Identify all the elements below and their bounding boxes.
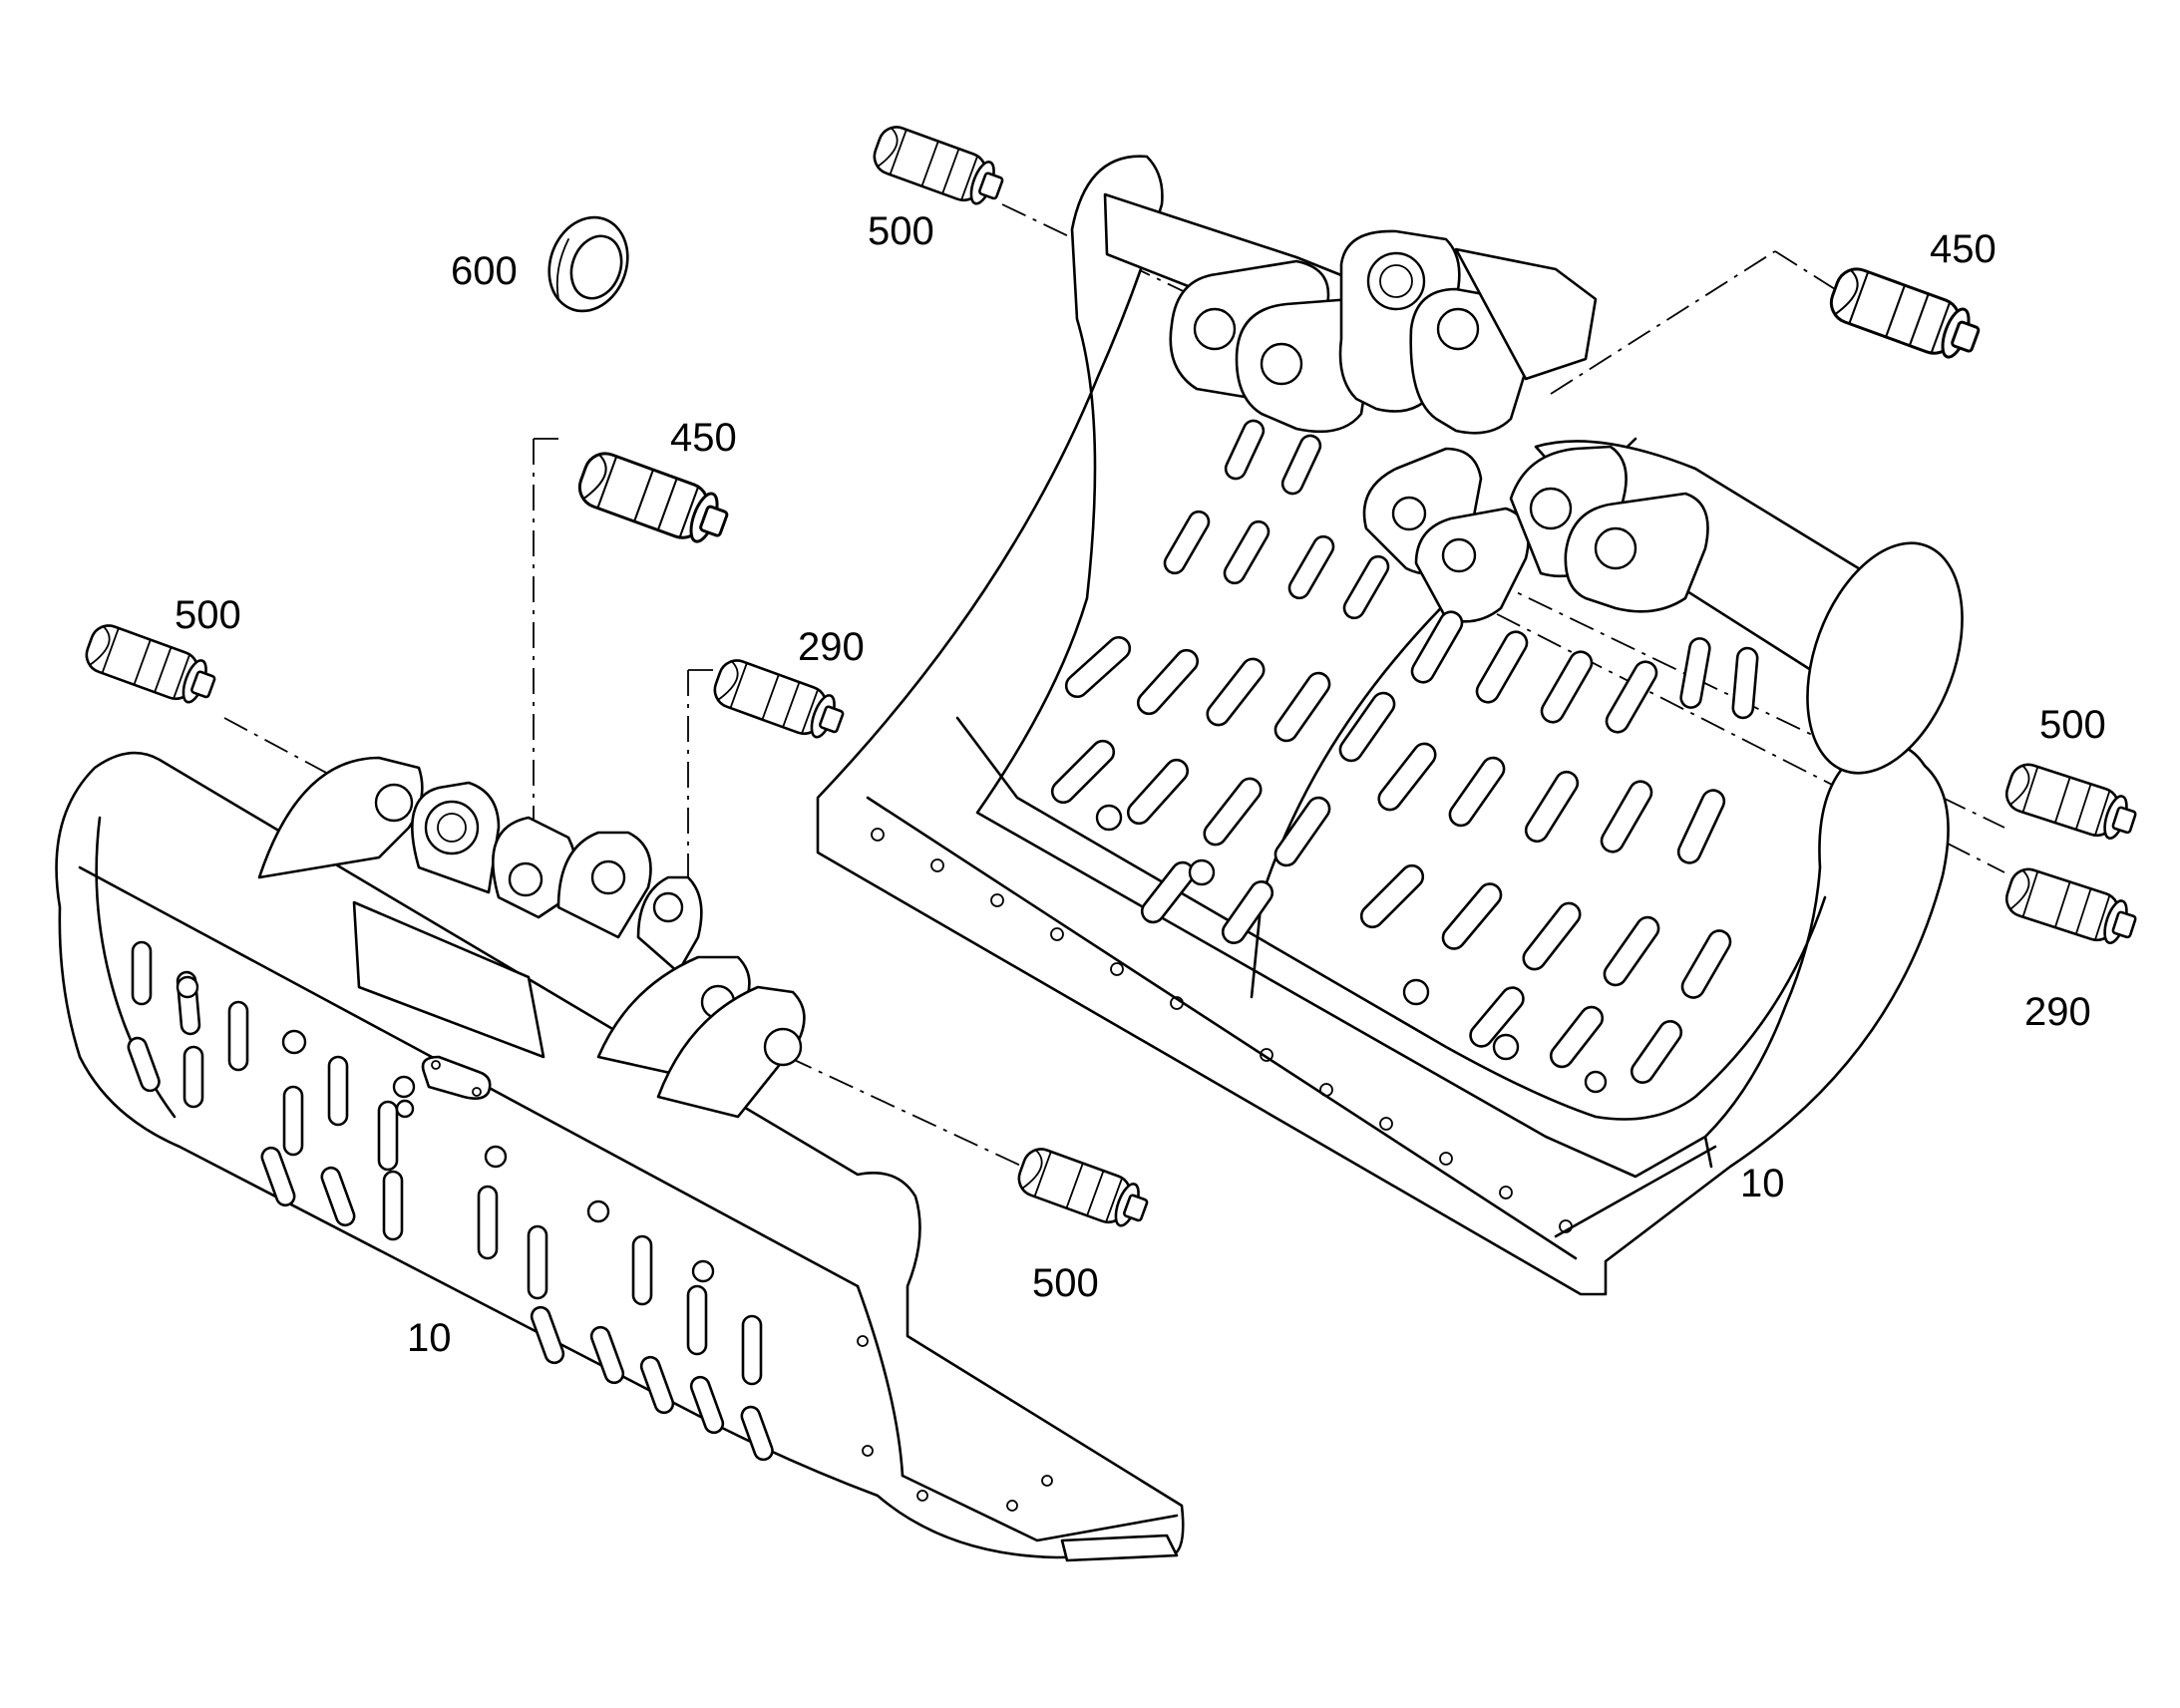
callout-290-right: 290 [2024, 990, 2091, 1034]
callout-500-left: 500 [175, 593, 241, 637]
left-bucket-slots [127, 940, 774, 1462]
pin-500-right [2000, 758, 2142, 848]
callout-290-mid: 290 [798, 625, 865, 669]
right-bucket-outline [816, 155, 1950, 1296]
callout-450-left: 450 [670, 416, 737, 460]
right-bucket-slots-right-half [1359, 610, 1759, 1094]
left-bucket-assembly [55, 751, 1185, 1562]
callout-10-left: 10 [407, 1316, 452, 1360]
pin-500-bottom [1012, 1143, 1154, 1235]
pin-500-top [868, 121, 1009, 213]
callout-500-bottom: 500 [1032, 1261, 1099, 1305]
right-bucket-lip-holes [871, 828, 1573, 1233]
callout-500-top: 500 [868, 209, 934, 253]
pin-450-right [1824, 261, 1987, 368]
callout-500-right: 500 [2039, 703, 2106, 747]
callout-600: 600 [451, 249, 518, 293]
seal-ring-600 [547, 215, 629, 313]
left-bucket-outline [55, 751, 1185, 1559]
right-bucket-assembly [816, 155, 1964, 1296]
callout-450-right: 450 [1930, 227, 1997, 271]
callout-labels: 500 600 450 500 290 450 500 290 500 10 1… [175, 209, 2106, 1360]
callout-10-right: 10 [1740, 1162, 1785, 1205]
pin-450-left [572, 446, 735, 552]
pin-290-right [2000, 862, 2142, 952]
right-bucket-slots-left-half [1050, 419, 1396, 944]
